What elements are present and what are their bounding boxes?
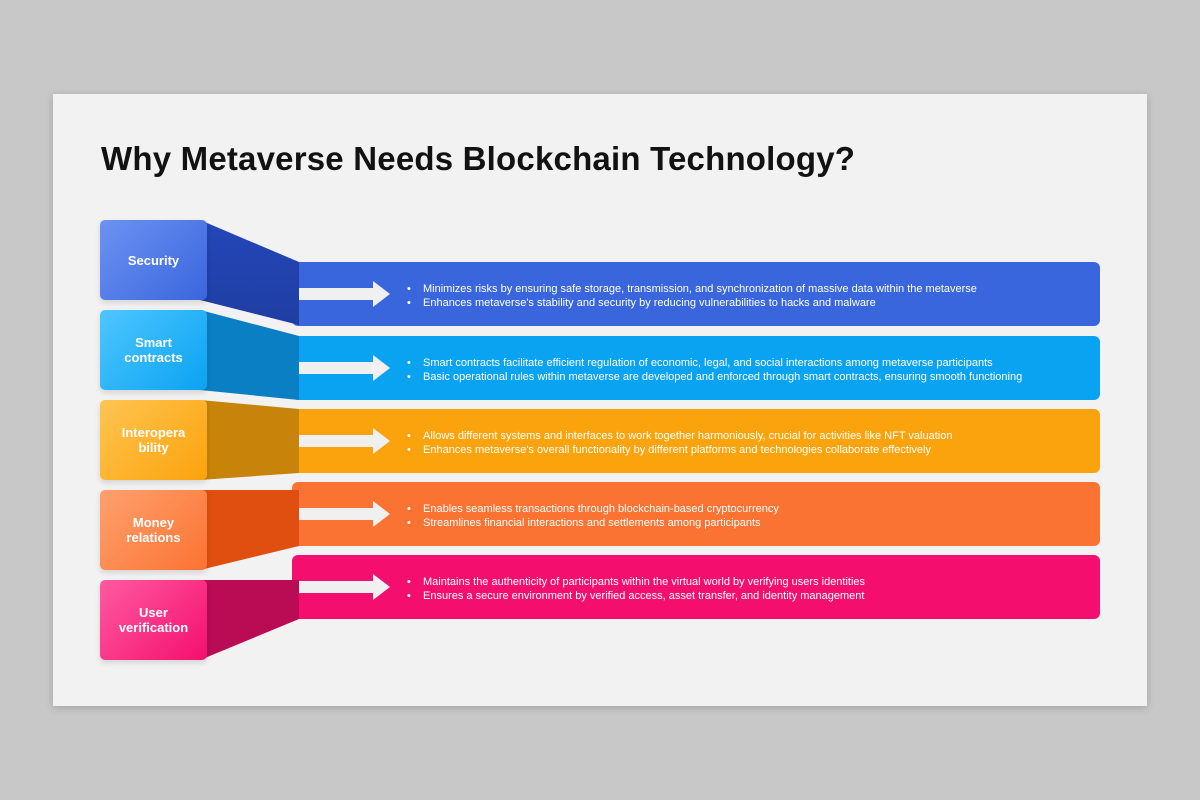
arrow-right-icon bbox=[293, 355, 390, 381]
bullet-item: Enables seamless transactions through bl… bbox=[407, 502, 779, 516]
face-money-relations bbox=[100, 490, 207, 570]
prism-side-security bbox=[200, 220, 299, 325]
page-title: Why Metaverse Needs Blockchain Technolog… bbox=[101, 140, 856, 177]
bullet-list: Allows different systems and interfaces … bbox=[407, 429, 952, 457]
bullet-item: Maintains the authenticity of participan… bbox=[407, 575, 865, 589]
bullet-item: Enhances metaverse's overall functionali… bbox=[407, 443, 952, 457]
arrow-right-icon bbox=[293, 574, 390, 600]
prism-side-smart-contracts bbox=[200, 310, 299, 400]
band-money-relations: Enables seamless transactions through bl… bbox=[292, 482, 1100, 546]
bullet-item: Basic operational rules within metaverse… bbox=[407, 370, 1022, 384]
prism-side-user-verification bbox=[200, 580, 299, 660]
bullet-item: Streamlines financial interactions and s… bbox=[407, 516, 779, 530]
arrow-right-icon bbox=[293, 501, 390, 527]
item-label: User verification bbox=[118, 605, 189, 635]
bullet-list: Enables seamless transactions through bl… bbox=[407, 502, 779, 530]
prism-side-interoperability bbox=[200, 400, 299, 480]
band-interoperability: Allows different systems and interfaces … bbox=[292, 409, 1100, 473]
prism-side-money-relations bbox=[200, 490, 299, 570]
bullet-item: Ensures a secure environment by verified… bbox=[407, 589, 865, 603]
item-label: Money relations bbox=[126, 515, 181, 545]
band-smart-contracts: Smart contracts facilitate efficient reg… bbox=[292, 336, 1100, 400]
face-smart-contracts bbox=[100, 310, 207, 390]
bullet-list: Minimizes risks by ensuring safe storage… bbox=[407, 282, 977, 310]
arrow-right-icon bbox=[293, 428, 390, 454]
item-label: Interopera bility bbox=[121, 425, 186, 455]
bullet-item: Allows different systems and interfaces … bbox=[407, 429, 952, 443]
face-user-verification bbox=[100, 580, 207, 660]
item-label: Security bbox=[127, 252, 180, 268]
bullet-list: Smart contracts facilitate efficient reg… bbox=[407, 356, 1022, 384]
bullet-list: Maintains the authenticity of participan… bbox=[407, 575, 865, 603]
face-security bbox=[100, 220, 207, 300]
item-label: Smart contracts bbox=[124, 335, 183, 365]
band-security: Minimizes risks by ensuring safe storage… bbox=[292, 262, 1100, 326]
bullet-item: Minimizes risks by ensuring safe storage… bbox=[407, 282, 977, 296]
face-interoperability bbox=[100, 400, 207, 480]
arrow-right-icon bbox=[293, 281, 390, 307]
bullet-item: Enhances metaverse's stability and secur… bbox=[407, 296, 977, 310]
band-user-verification: Maintains the authenticity of participan… bbox=[292, 555, 1100, 619]
bullet-item: Smart contracts facilitate efficient reg… bbox=[407, 356, 1022, 370]
